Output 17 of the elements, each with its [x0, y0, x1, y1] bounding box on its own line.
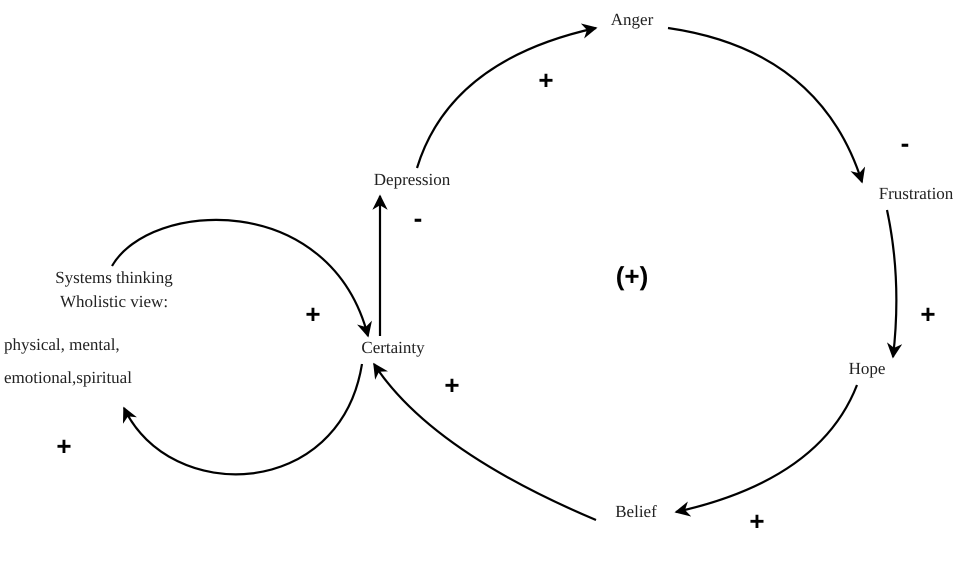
arrow: [123, 364, 364, 476]
loop-polarity: (+): [616, 263, 648, 289]
node-label: Frustration: [878, 183, 954, 205]
node-label: Anger: [610, 9, 654, 31]
node-label: physical, mental, emotional,spiritual: [4, 334, 133, 389]
node-label: Depression: [372, 169, 452, 191]
arrow: [111, 218, 370, 338]
arrow: [668, 26, 864, 184]
arrow: [416, 24, 598, 168]
arrow: [373, 362, 596, 521]
arrow: [886, 210, 902, 359]
node-label: Hope: [848, 358, 886, 380]
node-label: Systems thinking Wholistic view:: [54, 267, 174, 313]
arrow: [372, 194, 388, 336]
node-label: Certainty: [360, 337, 426, 359]
arrow: [674, 384, 858, 516]
node-label: Belief: [614, 501, 658, 523]
